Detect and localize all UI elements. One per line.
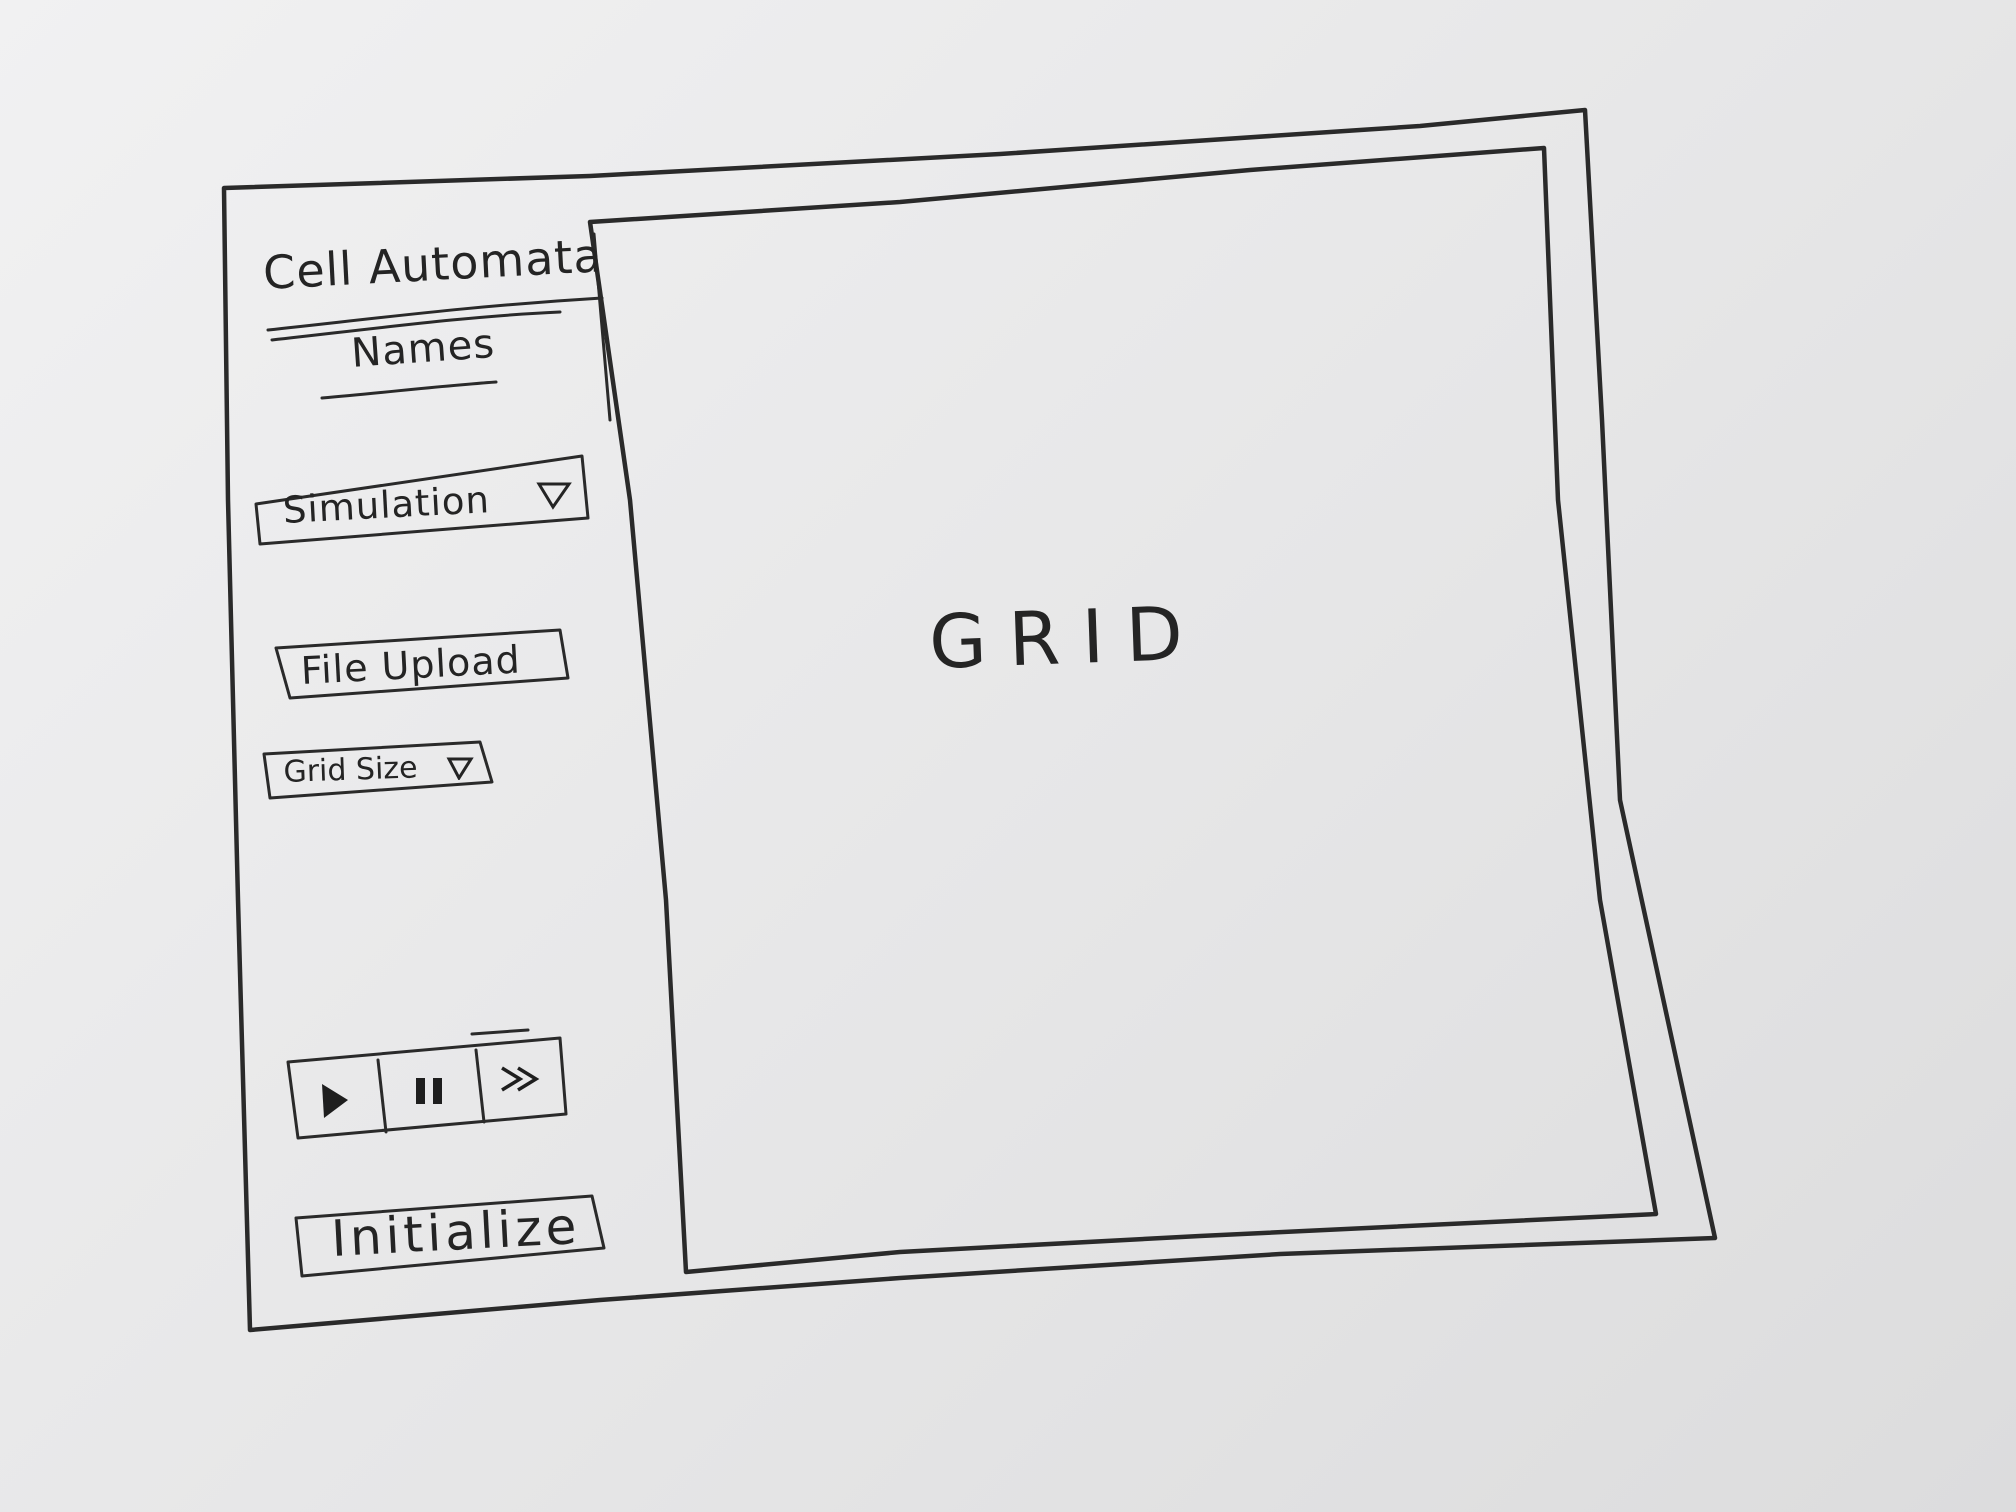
playback-controls-box [286, 1036, 568, 1140]
grid-area[interactable] [680, 230, 1540, 1220]
grid-label: GRID [927, 590, 1207, 686]
grid-panel-border [587, 145, 1659, 1275]
triangle-down-icon [446, 757, 474, 780]
play-button[interactable] [292, 1062, 380, 1134]
initialize-label: Initialize [329, 1196, 582, 1268]
file-upload-label: File Upload [299, 637, 522, 693]
fast-forward-icon [501, 1066, 540, 1092]
file-upload-box [274, 628, 570, 700]
simulation-dropdown-box [254, 454, 590, 546]
subtitle-underline [320, 380, 498, 400]
simulation-dropdown-label: Simulation [281, 478, 491, 532]
pause-button[interactable] [384, 1054, 478, 1126]
pause-icon [416, 1078, 442, 1104]
initialize-box [294, 1194, 606, 1278]
outer-window-frame [221, 107, 1718, 1333]
title-underline [266, 296, 604, 332]
grid-size-dropdown-label: Grid Size [282, 750, 419, 790]
play-icon [322, 1084, 348, 1118]
triangle-down-icon [536, 482, 572, 510]
fast-forward-button[interactable] [482, 1046, 564, 1116]
app-subtitle: Names [349, 320, 497, 377]
grid-size-box [262, 740, 494, 800]
